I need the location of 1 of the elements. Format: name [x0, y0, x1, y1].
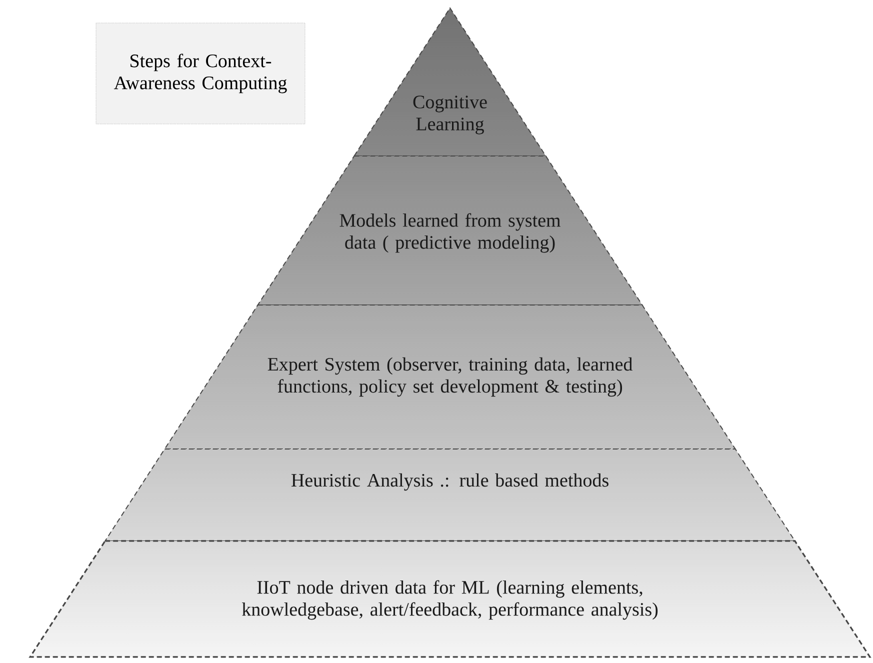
title-box: Steps for Context-Awareness Computing: [96, 22, 306, 124]
